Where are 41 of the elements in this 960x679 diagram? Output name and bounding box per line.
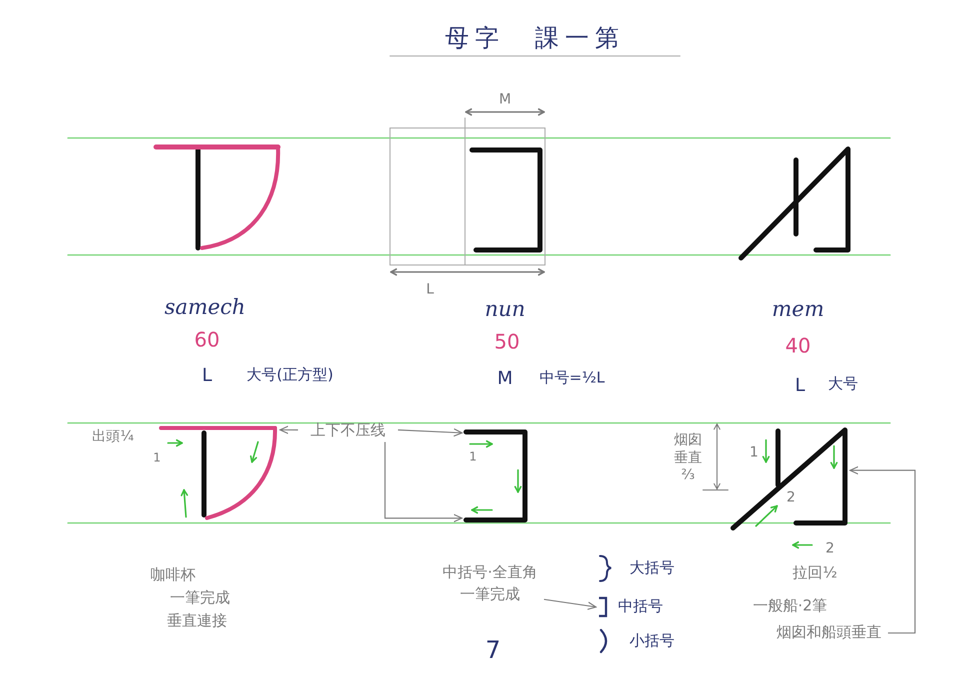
dimension-label: L	[426, 281, 434, 299]
letter-value: 50	[494, 330, 520, 354]
note-text: 一般船·2筆	[752, 596, 828, 616]
stroke-number: 1	[750, 444, 758, 462]
nun-stroke-drawing	[462, 427, 530, 525]
size-note: 大号(正方型)	[246, 366, 334, 384]
note-text: 烟囱和船頭垂直	[770, 622, 888, 644]
letter-value: 40	[785, 334, 811, 358]
stroke-number: 1	[153, 450, 161, 466]
note-text: 拉回½	[792, 564, 838, 582]
leader-arrow	[544, 598, 597, 610]
leader-arrow	[279, 426, 298, 434]
letter-name: mem	[772, 296, 824, 322]
leader-arrow	[398, 428, 463, 437]
page-number: 7	[485, 635, 501, 665]
stroke-number: 2	[826, 540, 834, 558]
note-text: 出頭¼	[92, 428, 134, 446]
note-text: 一筆完成	[170, 588, 230, 608]
bracket-name: 大括号	[630, 558, 674, 578]
title: 母字 課一第	[445, 23, 625, 53]
letter-name: nun	[484, 296, 526, 322]
note-text: 咖啡杯	[150, 566, 196, 584]
letter-value: 60	[194, 328, 220, 352]
size-note: 中号=½L	[539, 368, 605, 388]
note-text: 上下不压线	[298, 420, 398, 442]
mem-stroke-drawing	[728, 425, 850, 533]
note-text: 中括号·全直角一筆完成	[436, 560, 544, 608]
bracket-name: 小括号	[630, 632, 674, 650]
bracket-name: 中括号	[618, 596, 663, 618]
leader-arrow	[384, 442, 463, 522]
stroke-number: 1	[469, 450, 477, 464]
note-text: 垂直連接	[167, 612, 227, 630]
leader-arrow	[849, 466, 916, 634]
size-letter: L	[202, 364, 212, 388]
stroke-number: 2	[786, 489, 796, 507]
note-text: 烟囱垂直⅔	[673, 432, 703, 484]
size-note: 大号	[828, 374, 858, 394]
letter-name: samech	[164, 294, 246, 320]
size-letter: L	[794, 374, 806, 398]
size-letter: M	[497, 368, 513, 390]
dimension-label: M	[498, 91, 512, 109]
